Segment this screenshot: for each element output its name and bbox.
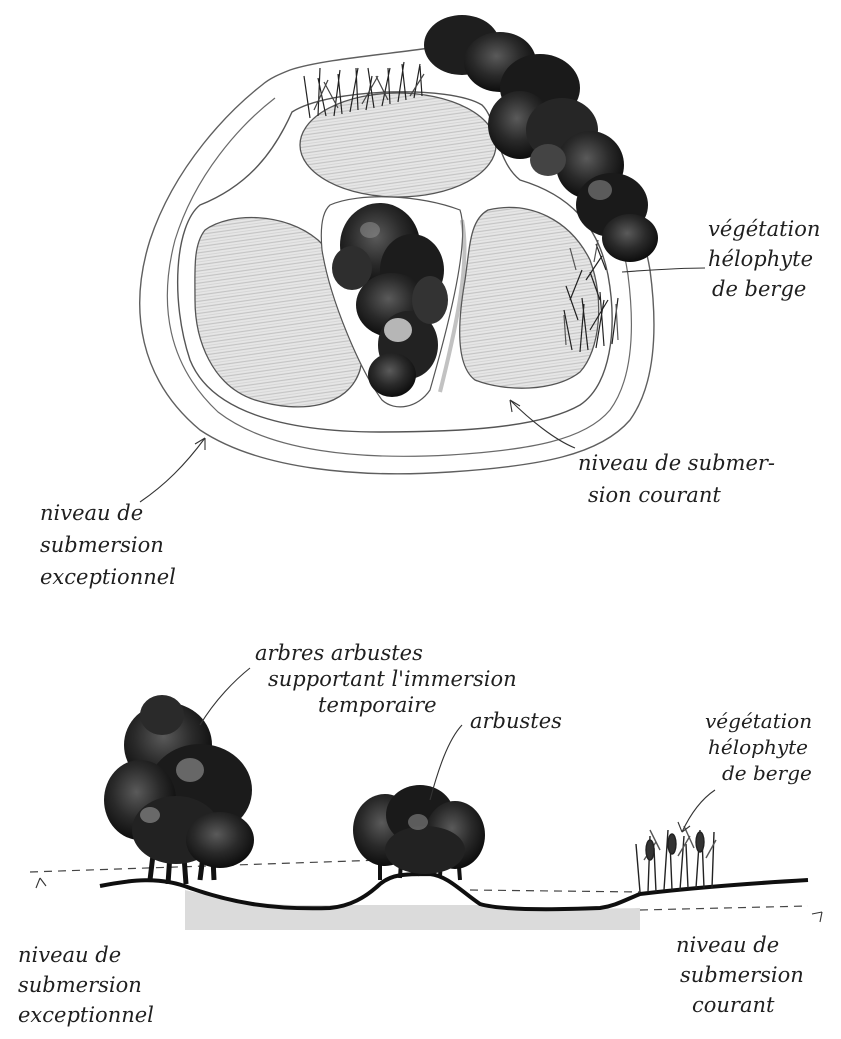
pond-right: [460, 207, 599, 388]
arrow-courant-section: [812, 912, 822, 922]
reeds-section: [636, 826, 716, 892]
label-trees-section: arbres arbustes supportant l'immersion t…: [255, 641, 523, 717]
leader-vegetation-plan: [622, 268, 705, 272]
plan-view: végétation hélophyte de berge niveau de …: [40, 15, 827, 589]
tree-group-left: [104, 695, 254, 884]
pond-top: [300, 93, 496, 197]
arrow-exceptionnel-section: [36, 878, 46, 888]
label-vegetation-section: végétation hélophyte de berge: [705, 709, 818, 785]
label-exceptionnel-section: niveau de submersion exceptionnel: [18, 943, 154, 1027]
label-shrubs-section: arbustes: [470, 709, 562, 733]
section-view: arbres arbustes supportant l'immersion t…: [18, 641, 822, 1027]
label-exceptionnel-plan: niveau de submersion exceptionnel: [40, 501, 176, 589]
shrub-group-middle: [353, 785, 485, 880]
leader-exceptionnel-plan: [140, 438, 205, 502]
label-vegetation-plan: végétation hélophyte de berge: [708, 217, 827, 301]
label-courant-section: niveau de submersion courant: [676, 933, 810, 1017]
leader-trees-section: [200, 668, 250, 725]
leader-vegetation-section: [682, 790, 715, 832]
label-courant-plan: niveau de submer- sion courant: [578, 451, 782, 507]
